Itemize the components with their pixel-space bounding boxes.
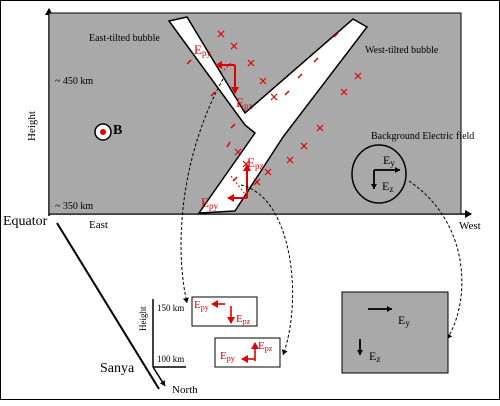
upper-field-arrows — [215, 61, 239, 94]
background-field-label: Background Electric field — [371, 131, 474, 142]
bg-ez-label: Ez — [382, 179, 393, 194]
upper-box-epy: Epy — [194, 299, 209, 312]
x-markers — [217, 30, 362, 186]
bg-ey-label: Ey — [383, 153, 395, 168]
equator-label: Equator — [3, 214, 48, 229]
bubble-shape — [167, 16, 369, 214]
connector-curves — [180, 78, 463, 356]
perspective-line — [56, 222, 160, 390]
upper-epy-label: Epy — [194, 42, 211, 58]
lower-box-epz: Epz — [258, 340, 273, 353]
alt-450-label: ~ 450 km — [55, 76, 93, 87]
upper-epz-label: Epz — [236, 95, 252, 111]
alt-350-label: ~ 350 km — [55, 201, 93, 212]
background-field-arrows — [371, 167, 400, 189]
point-b-label: B — [113, 123, 122, 138]
alt-150-label: 150 km — [157, 303, 184, 313]
lower-field-arrows — [227, 164, 251, 202]
height-axis-label: Height — [26, 111, 38, 141]
box-ez-label: Ez — [369, 349, 380, 364]
west-label: West — [459, 220, 481, 232]
background-field-box — [341, 291, 449, 374]
west-tilted-label: West-tilted bubble — [365, 45, 439, 56]
lower-box-epy: Epy — [220, 350, 235, 363]
sanya-height-label: Height — [138, 306, 148, 331]
lower-epy-label: Epy — [201, 195, 218, 211]
north-arrow — [152, 366, 166, 387]
upper-e-box — [191, 296, 258, 327]
point-b-marker — [94, 123, 112, 141]
box-ey-label: Ey — [398, 313, 410, 328]
dash-markers — [186, 32, 339, 182]
east-label: East — [89, 219, 108, 231]
north-label: North — [172, 384, 198, 396]
background-field-circle — [351, 144, 407, 204]
alt-100-label: 100 km — [157, 354, 184, 364]
lower-epz-label: Epz — [247, 155, 263, 171]
east-tilted-label: East-tilted bubble — [89, 33, 160, 44]
sanya-label: Sanya — [100, 361, 135, 376]
upper-box-epz: Epz — [236, 313, 251, 326]
